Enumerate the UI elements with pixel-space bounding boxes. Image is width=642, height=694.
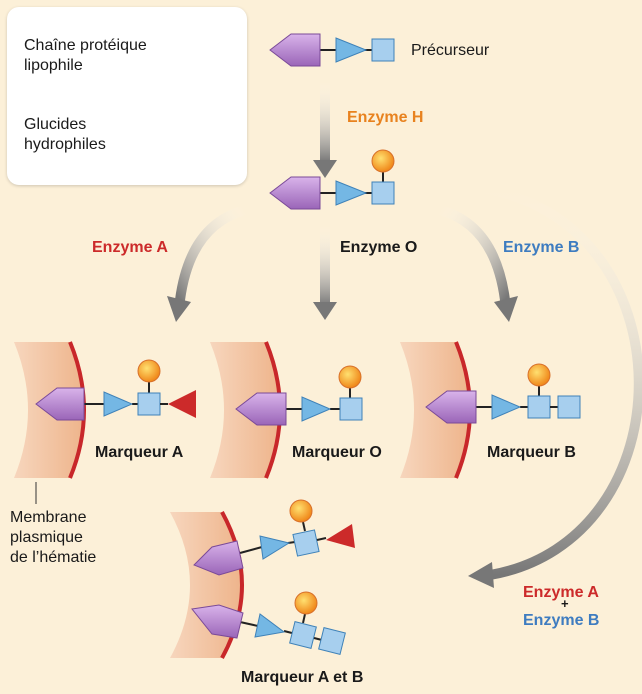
blue-square-icon xyxy=(371,181,395,205)
precursor-molecule xyxy=(269,33,395,67)
blue-square-icon xyxy=(527,395,551,419)
protein-pentagon-icon xyxy=(269,33,321,67)
red-triangle-icon xyxy=(326,524,355,548)
marker-a-label: Marqueur A xyxy=(95,444,184,461)
legend-box xyxy=(7,7,247,185)
blue-square-icon xyxy=(292,529,320,557)
arrow-enzyme-a xyxy=(175,205,247,301)
blue-triangle-icon xyxy=(335,180,368,206)
protein-pentagon-icon xyxy=(269,176,321,210)
enzyme-ab-plus: + xyxy=(561,596,569,611)
blue-square-icon xyxy=(137,392,161,416)
blue-square-icon xyxy=(339,397,363,421)
marker-o-molecule xyxy=(235,365,363,426)
arrow-enzyme-h xyxy=(320,82,330,162)
blue-triangle-icon xyxy=(254,613,286,638)
marker-b-molecule xyxy=(425,363,581,424)
protein-pentagon-icon xyxy=(191,604,244,639)
orange-circle-icon xyxy=(371,149,395,173)
marker-ab-label: Marqueur A et B xyxy=(241,669,364,686)
protein-pentagon-icon xyxy=(35,387,85,421)
orange-circle-icon xyxy=(338,365,362,389)
membrane-label: Membrane plasmique de l’hématie xyxy=(10,509,97,566)
blue-square-icon xyxy=(557,395,581,419)
protein-pentagon-icon xyxy=(425,390,477,424)
marker-ab-molecule-a xyxy=(193,499,355,576)
arrow-enzyme-o xyxy=(320,226,330,306)
marker-b-label: Marqueur B xyxy=(487,444,576,461)
protein-pentagon-icon xyxy=(235,392,287,426)
blue-square-icon xyxy=(371,38,395,62)
enzyme-a-label: Enzyme A xyxy=(92,239,168,256)
orange-circle-icon xyxy=(289,499,313,523)
precursor-label: Précurseur xyxy=(411,42,490,59)
legend-protein-label: Chaîne protéique lipophile xyxy=(24,37,147,74)
arrow-enzyme-ab xyxy=(479,183,642,580)
orange-circle-icon xyxy=(527,363,551,387)
arrow-enzyme-b xyxy=(438,205,510,301)
blue-triangle-icon xyxy=(335,37,368,63)
legend-sugars-label: Glucides hydrophiles xyxy=(24,116,106,153)
blue-triangle-icon xyxy=(301,396,332,422)
marker-o-label: Marqueur O xyxy=(292,444,382,461)
enzyme-h-label: Enzyme H xyxy=(347,109,424,126)
arrows xyxy=(167,82,642,588)
blue-triangle-icon xyxy=(259,535,291,560)
blue-triangle-icon xyxy=(103,391,134,417)
enzyme-o-label: Enzyme O xyxy=(340,239,418,256)
orange-circle-icon xyxy=(294,591,318,615)
marker-a-molecule xyxy=(35,359,196,421)
blue-square-icon xyxy=(289,621,317,649)
orange-circle-icon xyxy=(137,359,161,383)
blue-square-icon xyxy=(318,627,346,655)
protein-pentagon-icon xyxy=(193,540,244,576)
enzyme-ab-b-label: Enzyme B xyxy=(523,612,600,629)
enzyme-b-label: Enzyme B xyxy=(503,239,580,256)
red-triangle-icon xyxy=(168,390,196,418)
h-substance-molecule xyxy=(269,149,395,210)
blue-triangle-icon xyxy=(491,394,522,420)
marker-ab-molecule-b xyxy=(191,591,346,655)
enzyme-ab-a-label: Enzyme A xyxy=(523,584,599,601)
